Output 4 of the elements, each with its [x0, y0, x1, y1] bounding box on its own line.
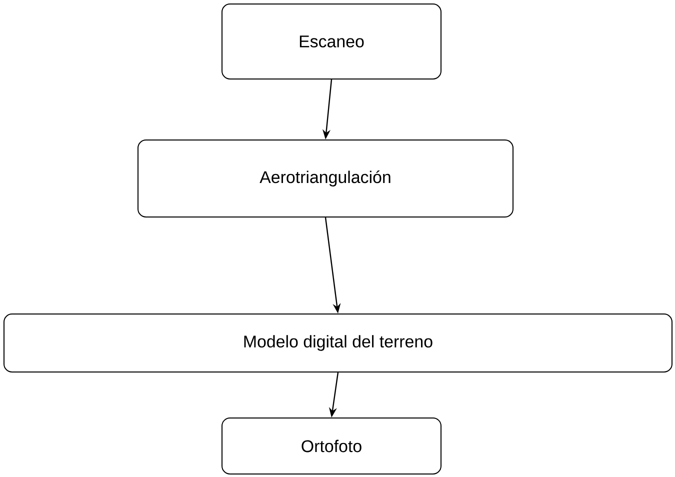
- process-box: Modelo digital del terreno: [4, 314, 672, 372]
- process-box: Aerotriangulación: [138, 140, 514, 218]
- process-box: Escaneo: [222, 4, 442, 80]
- process-box: Ortofoto: [222, 418, 442, 474]
